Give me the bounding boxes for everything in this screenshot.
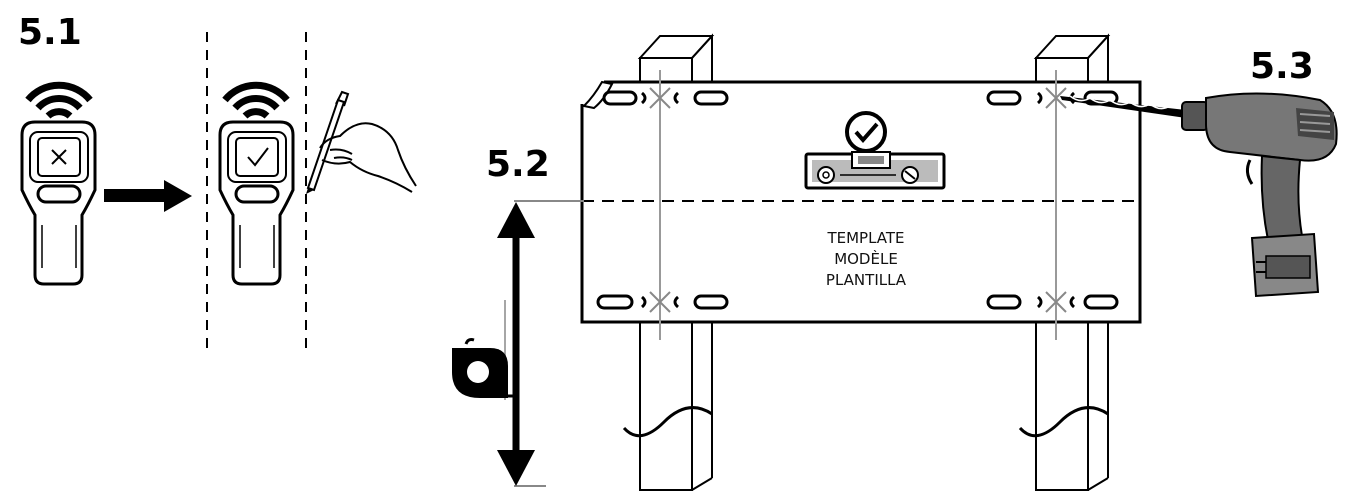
- template-folded-corner: [581, 80, 614, 110]
- wall-stud-left: [622, 33, 715, 491]
- check-mark-icon: [247, 147, 269, 167]
- bubble-level-icon: [804, 151, 946, 190]
- power-drill-icon: [1060, 92, 1338, 298]
- step-label-5-2: 5.2: [486, 144, 550, 185]
- template-slot: [693, 294, 729, 310]
- wifi-signal-icon-left: [25, 81, 93, 119]
- tape-measure-icon: [452, 338, 514, 398]
- template-label-fr: MODÈLE: [834, 249, 898, 268]
- template-slot: [986, 90, 1022, 106]
- break-line-right: [1018, 406, 1109, 438]
- height-measurement-arrow: [497, 200, 584, 487]
- drill-point-x-marks: [649, 87, 1067, 313]
- template-slot: [596, 294, 634, 310]
- mounting-template: TEMPLATE MODÈLE PLANTILLA: [580, 70, 1142, 340]
- template-label-es: PLANTILLA: [826, 271, 907, 289]
- stud-finder-before: [20, 120, 97, 286]
- template-slot: [693, 90, 729, 106]
- wall-stud-right: [1018, 33, 1111, 491]
- break-line-left: [622, 406, 713, 438]
- wifi-signal-icon-right: [222, 81, 290, 119]
- template-slot: [986, 294, 1022, 310]
- step-label-5-3: 5.3: [1250, 46, 1314, 87]
- template-label-en: TEMPLATE: [826, 229, 904, 247]
- template-slot: [602, 90, 638, 106]
- stud-finder-after: [218, 120, 295, 286]
- x-mark-icon: [51, 149, 67, 165]
- step-label-5-1: 5.1: [18, 12, 82, 53]
- hand-with-pencil-icon: [306, 90, 417, 194]
- template-slot: [1083, 294, 1119, 310]
- arrow-right-icon: [104, 180, 192, 212]
